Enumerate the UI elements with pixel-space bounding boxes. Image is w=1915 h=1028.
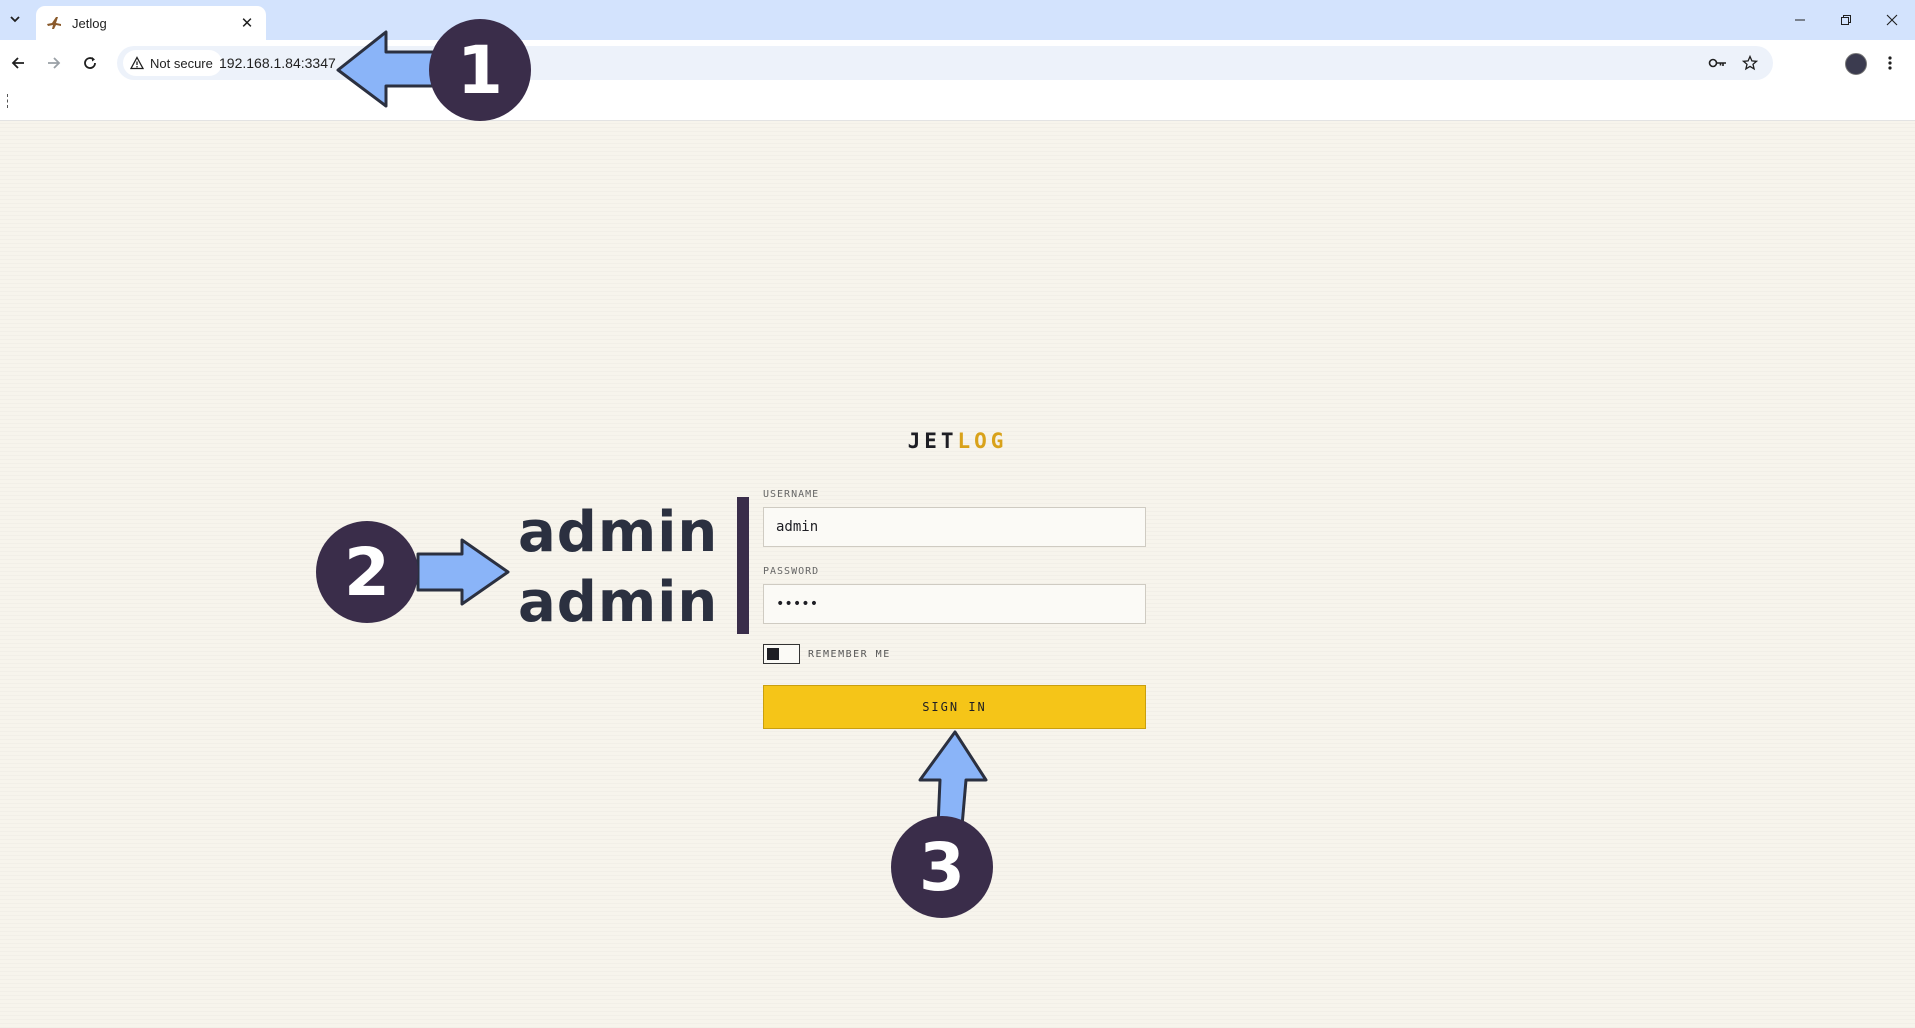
star-icon[interactable] bbox=[1739, 52, 1761, 74]
step-marker-2: 2 bbox=[316, 521, 418, 623]
remember-me-toggle[interactable] bbox=[763, 644, 800, 664]
password-label: PASSWORD bbox=[763, 566, 820, 577]
window-controls bbox=[1777, 0, 1915, 40]
window-close-icon[interactable] bbox=[1869, 0, 1915, 40]
logo-part-jet: JET bbox=[907, 429, 958, 453]
back-arrow-icon[interactable] bbox=[2, 47, 34, 79]
sign-in-button[interactable]: SIGN IN bbox=[763, 685, 1146, 729]
tab-title: Jetlog bbox=[72, 15, 107, 31]
reload-icon[interactable] bbox=[74, 47, 106, 79]
toggle-knob bbox=[767, 648, 779, 660]
close-icon[interactable]: ✕ bbox=[240, 15, 254, 32]
forward-arrow-icon[interactable] bbox=[38, 47, 70, 79]
step-marker-1: 1 bbox=[429, 19, 531, 121]
warning-icon bbox=[130, 56, 144, 70]
security-label: Not secure bbox=[150, 55, 213, 71]
restore-icon[interactable] bbox=[1823, 0, 1869, 40]
logo-part-log: LOG bbox=[957, 429, 1008, 453]
bookmarks-bar bbox=[0, 86, 1915, 121]
username-label: USERNAME bbox=[763, 489, 820, 500]
url-text: 192.168.1.84:3347 bbox=[219, 55, 336, 71]
remember-me-label: REMEMBER ME bbox=[808, 648, 891, 660]
step-marker-3: 3 bbox=[891, 816, 993, 918]
jetlog-logo: JETLOG bbox=[0, 429, 1915, 453]
security-chip[interactable]: Not secure bbox=[123, 50, 222, 76]
airplane-icon bbox=[46, 15, 62, 31]
tab-jetlog[interactable]: Jetlog ✕ bbox=[36, 6, 266, 40]
tab-search-icon[interactable] bbox=[4, 8, 26, 30]
tab-strip: Jetlog ✕ bbox=[0, 0, 1915, 40]
remember-me-row: REMEMBER ME bbox=[763, 644, 1146, 664]
login-form: USERNAME admin PASSWORD ••••• REMEMBER M… bbox=[763, 489, 1146, 729]
key-icon[interactable] bbox=[1707, 52, 1729, 74]
bookmarks-separator bbox=[7, 94, 10, 108]
browser-toolbar: Not secure 192.168.1.84:3347 bbox=[0, 40, 1915, 86]
credential-username: admin bbox=[518, 500, 719, 565]
credentials-annotation: admin admin bbox=[518, 498, 750, 635]
credentials-divider bbox=[737, 497, 749, 634]
profile-avatar[interactable] bbox=[1845, 53, 1867, 75]
username-input[interactable]: admin bbox=[763, 507, 1146, 547]
minimize-icon[interactable] bbox=[1777, 0, 1823, 40]
password-input[interactable]: ••••• bbox=[763, 584, 1146, 624]
more-menu-icon[interactable] bbox=[1878, 51, 1902, 75]
credential-password: admin bbox=[518, 570, 719, 635]
